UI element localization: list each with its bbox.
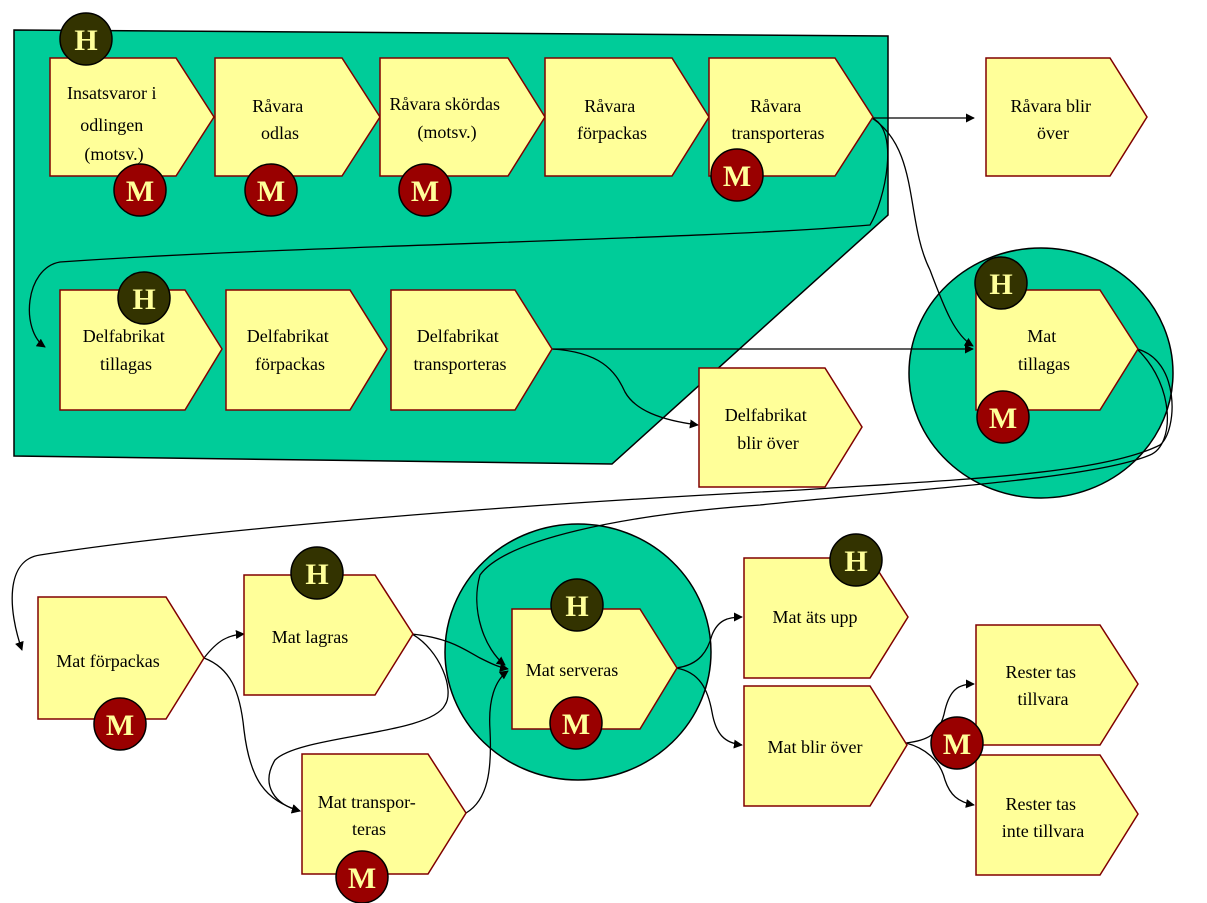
step-label: Rester tas tillvara (1006, 662, 1081, 709)
h-badge-delfabrikat-tillagas: H (117, 271, 171, 325)
svg-text:H: H (305, 558, 328, 591)
step-ravara-forpackas: Råvara förpackas (544, 57, 710, 177)
step-label: Delfabrikat blir över (725, 405, 811, 453)
svg-text:M: M (106, 709, 134, 742)
step-label: Delfabrikat transporteras (414, 326, 507, 374)
edge-blir-over-to-rester-tillvara (905, 679, 975, 744)
step-label: Råvara förpackas (577, 96, 647, 143)
m-badge-insatsvaror: M (113, 163, 167, 217)
step-ravara-skordas: Råvara skördas (motsv.) (379, 57, 546, 177)
m-badge-mat-transporteras: M (335, 850, 389, 903)
connectors (11, 113, 1173, 814)
svg-text:M: M (562, 708, 590, 741)
step-label: Insatsvaror i odlingen (motsv.) (67, 83, 161, 165)
step-mat-lagras: Mat lagras (243, 574, 414, 696)
step-label: Mat förpackas (56, 651, 159, 671)
step-label: Delfabrikat förpackas (247, 326, 333, 374)
svg-text:H: H (132, 283, 155, 316)
step-ravara-transporteras: Råvara transporteras (708, 57, 874, 177)
step-ravara-blir-over: Råvara blir över (985, 57, 1148, 177)
svg-text:M: M (723, 160, 751, 193)
svg-text:M: M (348, 862, 376, 895)
step-label: Mat äts upp (773, 607, 858, 627)
edge-forpackas-to-lagras (203, 630, 245, 659)
svg-text:M: M (126, 175, 154, 208)
h-badge-mat-tillagas: H (974, 256, 1028, 310)
step-delfabrikat-transporteras: Delfabrikat transporteras (390, 289, 553, 411)
edge-lagras-to-serveras (411, 633, 509, 672)
step-label: Råvara skördas (motsv.) (390, 94, 505, 143)
edge-delfabrikat-to-leftover (551, 348, 699, 429)
m-badge-mat-serveras: M (549, 696, 603, 750)
m-badge-mat-forpackas: M (93, 697, 147, 751)
svg-text:M: M (989, 402, 1017, 435)
m-badge-mat-blir-over: M (930, 716, 984, 770)
step-mat-serveras: Mat serveras (511, 608, 678, 730)
step-label: Mat serveras (526, 660, 618, 680)
step-label: Mat tillagas (1018, 326, 1070, 374)
step-label: Råvara transporteras (732, 96, 825, 143)
step-mat-blir-over: Mat blir över (743, 685, 908, 807)
m-badge-ravara-skordas: M (398, 163, 452, 217)
svg-text:H: H (74, 24, 97, 57)
step-insatsvaror: Insatsvaror i odlingen (motsv.) (49, 57, 215, 177)
m-badge-ravara-odlas: M (244, 163, 298, 217)
step-delfabrikat-blir-over: Delfabrikat blir över (698, 367, 863, 488)
m-badge-ravara-transporteras: M (710, 148, 764, 202)
edge-forpackas-to-transporteras (203, 657, 301, 813)
step-mat-forpackas: Mat förpackas (37, 596, 205, 720)
step-label: Råvara odlas (252, 96, 307, 143)
step-delfabrikat-tillagas: Delfabrikat tillagas (59, 289, 223, 411)
edge-blir-over-to-rester-inte-tillvara (905, 742, 975, 808)
edge-serveras-to-blir-over (675, 667, 743, 749)
step-label: Råvara blir över (1011, 96, 1096, 143)
step-delfabrikat-forpackas: Delfabrikat förpackas (225, 289, 388, 411)
svg-text:H: H (565, 590, 588, 623)
svg-text:M: M (943, 728, 971, 761)
edge-mat-tillagas-to-serveras (476, 348, 1168, 666)
edge-transport-to-delfabrikat (28, 117, 889, 348)
step-rester-tas-inte-tillvara: Rester tas inte tillvara (975, 754, 1139, 876)
svg-text:M: M (257, 175, 285, 208)
step-label: Delfabrikat tillagas (83, 326, 169, 374)
svg-text:H: H (844, 545, 867, 578)
step-label: Mat blir över (768, 737, 863, 757)
step-label: Mat lagras (272, 627, 348, 647)
h-badge-mat-lagras: H (290, 546, 344, 600)
m-badge-mat-tillagas: M (976, 390, 1030, 444)
step-mat-ats-upp: Mat äts upp (743, 557, 909, 679)
step-ravara-odlas: Råvara odlas (214, 57, 381, 177)
svg-text:H: H (989, 268, 1012, 301)
h-badge-insatsvaror: H (59, 12, 113, 66)
step-rester-tas-tillvara: Rester tas tillvara (975, 624, 1139, 746)
edge-lagras-to-transporteras (268, 633, 449, 814)
edge-serveras-to-ats-upp (675, 612, 743, 669)
edge-mat-tillagas-to-forpackas (11, 348, 1173, 651)
svg-text:M: M (411, 175, 439, 208)
edge-transport-to-mat-tillagas (871, 117, 974, 347)
step-label: Mat transpor- teras (318, 792, 421, 839)
step-mat-tillagas: Mat tillagas (975, 289, 1139, 411)
h-badge-mat-serveras: H (550, 578, 604, 632)
step-mat-transporteras: Mat transpor- teras (301, 753, 467, 875)
h-badge-mat-ats-upp: H (829, 533, 883, 587)
edge-transporteras-to-serveras (465, 670, 509, 814)
step-label: Rester tas inte tillvara (1002, 794, 1084, 841)
